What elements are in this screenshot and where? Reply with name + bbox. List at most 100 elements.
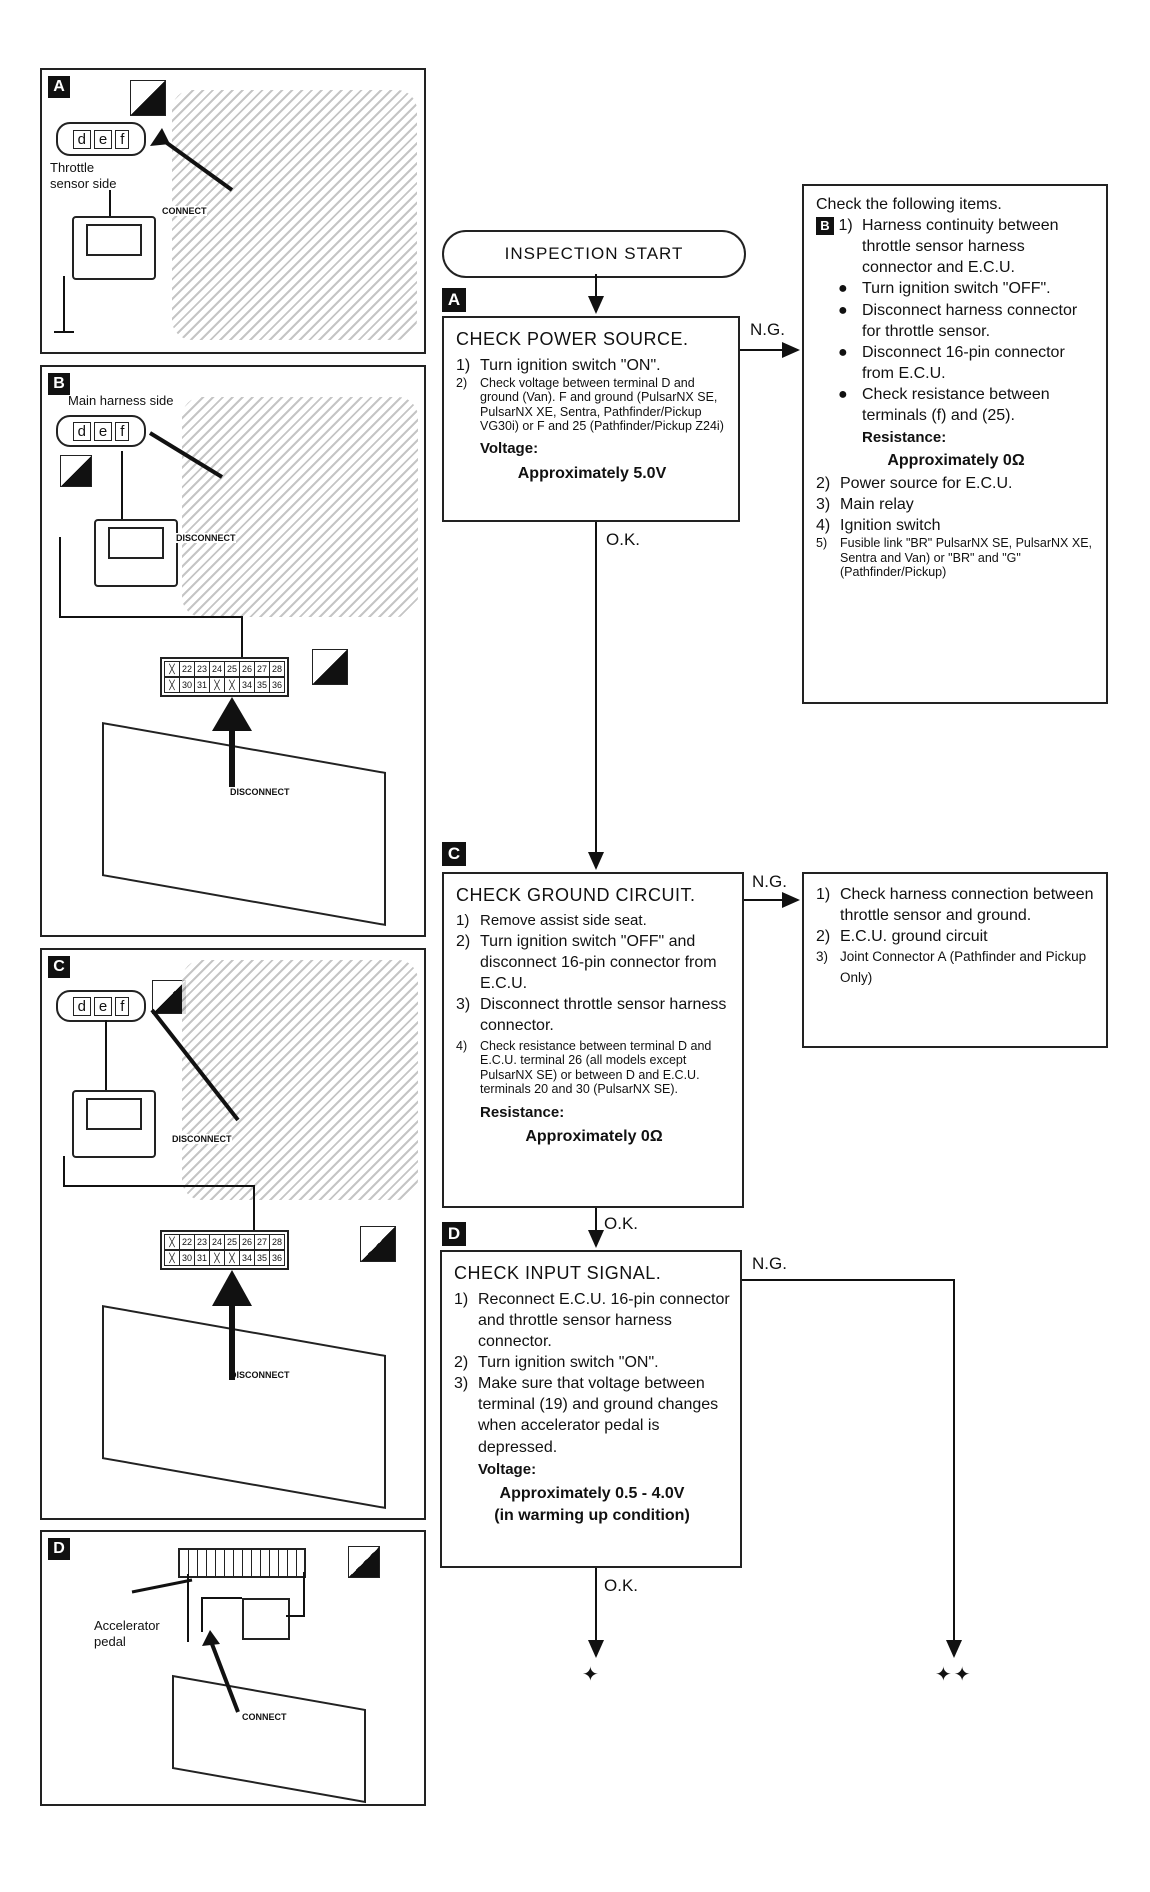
check-input-title: CHECK INPUT SIGNAL.: [454, 1263, 662, 1283]
wiring-lines: [131, 1572, 305, 1713]
terminal-def-box: d e f: [56, 990, 146, 1022]
ng-label-ground: N.G.: [752, 872, 787, 891]
item-3: 3)Main relay: [816, 496, 914, 514]
step-c-tag: C: [442, 842, 466, 866]
ground-step-1: 1)Remove assist side seat.: [456, 911, 647, 929]
terminal-def-box: d e f: [56, 122, 146, 156]
engine-illustration: [172, 90, 417, 340]
hs-badge-icon: [348, 1546, 380, 1578]
step-a-tag: A: [442, 288, 466, 312]
terminal: 36: [269, 677, 285, 693]
ground-ng-items-box: 1)Check harness connection between throt…: [802, 872, 1108, 1048]
item-1-bullet-3: ●Disconnect 16-pin connector from E.C.U.: [838, 343, 1065, 382]
pointer-arrow: [54, 128, 234, 333]
input-voltage-value: Approximately 0.5 - 4.0V: [499, 1485, 685, 1503]
accelerator-caption-2: pedal: [94, 1634, 126, 1649]
disconnect-label: DISCONNECT: [230, 787, 290, 797]
connect-label: CONNECT: [242, 1712, 287, 1722]
step-d-tag: D: [442, 1222, 466, 1246]
input-voltage-condition: (in warming up condition): [494, 1506, 690, 1524]
item-1-bullet-2: ●Disconnect harness connector for thrott…: [838, 301, 1078, 340]
ng-label-power: N.G.: [750, 320, 785, 339]
check-input-signal-box: CHECK INPUT SIGNAL. 1)Reconnect E.C.U. 1…: [440, 1250, 742, 1568]
terminal-f: f: [115, 421, 130, 441]
check-items-intro: Check the following items.: [816, 196, 1002, 213]
ground-ng-item-3: 3)Joint Connector A (Pathfinder and Pick…: [816, 949, 1087, 985]
panel-a: A d e f Throttle sensor side CONNECT: [40, 68, 426, 354]
panel-a-tag: A: [48, 76, 70, 98]
connector-ok-end: ✦: [582, 1664, 599, 1686]
terminal-row-2: ╳ 30 31 ╳ ╳ 34 35 36: [164, 1250, 285, 1266]
item-5: 5)Fusible link "BR" PulsarNX SE, PulsarN…: [816, 536, 1093, 580]
step-b-tag: B: [816, 217, 834, 236]
panel-c: C d e f DISCONNECT ╳ 22 23 24 25 26 27 2…: [40, 948, 426, 1520]
hs-badge-icon: [312, 649, 348, 685]
ok-label-ground: O.K.: [604, 1214, 639, 1233]
power-step-1: 1)Turn ignition switch "ON".: [456, 356, 661, 374]
item-1-bullet-1: ●Turn ignition switch "OFF".: [838, 280, 1051, 298]
ground-ng-item-2: 2)E.C.U. ground circuit: [816, 928, 988, 946]
ground-resistance-value: Approximately 0Ω: [525, 1128, 663, 1146]
multimeter-icon: [72, 1090, 156, 1158]
terminal-e: e: [93, 129, 113, 149]
ok-label-power: O.K.: [606, 530, 641, 549]
item-1: B 1) Harness continuity between throttle…: [816, 215, 1096, 278]
input-step-3: 3)Make sure that voltage between termina…: [454, 1375, 719, 1456]
engine-illustration: [182, 960, 418, 1200]
hs-badge-icon: [360, 1226, 396, 1262]
ground-step-2: 2)Turn ignition switch "OFF" and disconn…: [456, 932, 717, 992]
power-step-2: 2)Check voltage between terminal D and g…: [456, 375, 724, 433]
terminal-e: e: [93, 421, 113, 441]
terminal-row-1: ╳ 22 23 24 25 26 27 28: [164, 1234, 285, 1250]
input-step-2: 2)Turn ignition switch "ON".: [454, 1354, 659, 1372]
voltage-value: Approximately 5.0V: [517, 465, 667, 483]
panel-d-tag: D: [48, 1538, 70, 1560]
ground-ng-item-1: 1)Check harness connection between throt…: [816, 886, 1094, 925]
check-power-title: CHECK POWER SOURCE.: [456, 329, 689, 349]
disconnect-label: DISCONNECT: [230, 1370, 290, 1380]
ecu-terminal-block: ╳ 22 23 24 25 26 27 28 ╳ 30 31 ╳ ╳ 34 35…: [160, 1230, 289, 1270]
terminal-row-2: ╳ 30 31 ╳ ╳ 34 35 36: [164, 677, 285, 693]
terminal: 28: [269, 1234, 285, 1250]
terminal-d: d: [72, 996, 91, 1016]
item-1-bullet-4: ●Check resistance between terminals (f) …: [838, 385, 1050, 425]
panel-c-tag: C: [48, 956, 70, 978]
terminal-e: e: [93, 996, 113, 1016]
terminal-f: f: [115, 996, 130, 1016]
throttle-caption-1: Throttle: [50, 160, 95, 175]
disconnect-label: DISCONNECT: [172, 1134, 232, 1144]
terminal-f: f: [115, 129, 130, 149]
check-ground-circuit-box: CHECK GROUND CIRCUIT. 1)Remove assist si…: [442, 872, 744, 1208]
connect-label: CONNECT: [162, 206, 207, 216]
multimeter-icon: [94, 519, 178, 587]
engine-illustration: [182, 397, 418, 617]
check-power-source-box: CHECK POWER SOURCE. 1)Turn ignition swit…: [442, 316, 740, 522]
check-items-box: Check the following items. B 1) Harness …: [802, 184, 1108, 704]
voltmeter-icon: [242, 1598, 290, 1640]
wiring-lines: [63, 1008, 255, 1380]
input-voltage-label: Voltage:: [478, 1460, 537, 1478]
ts-badge-icon: [60, 455, 92, 487]
terminal: 28: [269, 661, 285, 677]
ground-resistance-label: Resistance:: [480, 1103, 565, 1121]
resistance-value: Approximately 0Ω: [887, 452, 1025, 469]
wiring-lines: [59, 431, 252, 787]
ecu-terminal-block: ╳ 22 23 24 25 26 27 28 ╳ 30 31 ╳ ╳ 34 35…: [160, 657, 289, 697]
voltage-label: Voltage:: [480, 440, 539, 458]
ground-step-4: 4)Check resistance between terminal D an…: [456, 1039, 712, 1097]
input-step-1: 1)Reconnect E.C.U. 16-pin connector and …: [454, 1290, 730, 1350]
main-harness-caption: Main harness side: [68, 393, 174, 408]
ng-label-input: N.G.: [752, 1254, 787, 1273]
ecu-terminal-strip: [178, 1548, 306, 1578]
panel-b: B Main harness side d e f DISCONNECT ╳ 2…: [40, 365, 426, 937]
disconnect-label: DISCONNECT: [176, 533, 236, 543]
terminal-d: d: [72, 421, 91, 441]
check-ground-title: CHECK GROUND CIRCUIT.: [456, 885, 696, 905]
terminal: 36: [269, 1250, 285, 1266]
hs-badge-icon: [130, 80, 166, 116]
item-4: 4)Ignition switch: [816, 517, 941, 535]
accelerator-caption-1: Accelerator: [94, 1618, 160, 1633]
terminal-def-box: d e f: [56, 415, 146, 447]
item-2: 2)Power source for E.C.U.: [816, 475, 1013, 493]
ok-label-input: O.K.: [604, 1576, 639, 1595]
